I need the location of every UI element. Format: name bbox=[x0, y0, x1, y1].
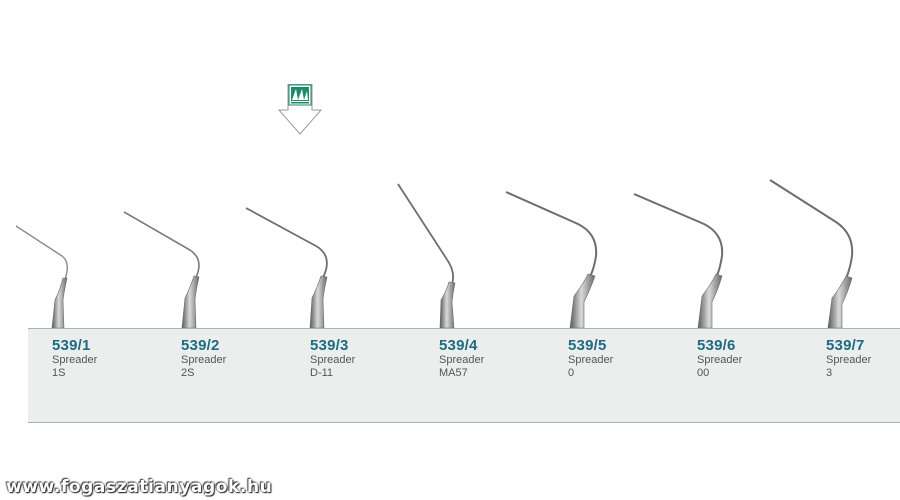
instrument-539-5 bbox=[505, 191, 598, 329]
product-name: Spreader bbox=[181, 354, 227, 366]
product-code: 539/6 bbox=[697, 337, 736, 354]
product-code: 539/7 bbox=[826, 337, 865, 354]
product-size: D-11 bbox=[310, 367, 334, 379]
instrument-illustrations bbox=[15, 179, 854, 329]
product-name: Spreader bbox=[310, 354, 356, 366]
item-539-1: 539/1 Spreader 1S bbox=[52, 337, 162, 380]
product-size: 0 bbox=[568, 367, 575, 379]
instrument-539-7 bbox=[769, 179, 854, 329]
product-size: 1S bbox=[52, 367, 66, 379]
product-size: 3 bbox=[826, 367, 833, 379]
instrument-539-1 bbox=[15, 225, 69, 329]
item-539-6: 539/6 Spreader 00 bbox=[697, 337, 807, 380]
product-name: Spreader bbox=[697, 354, 743, 366]
item-539-2: 539/2 Spreader 2S bbox=[181, 337, 291, 380]
product-code: 539/1 bbox=[52, 337, 91, 354]
product-name: Spreader bbox=[568, 354, 614, 366]
instrument-539-3 bbox=[245, 207, 328, 329]
item-539-3: 539/3 Spreader D-11 bbox=[310, 337, 420, 380]
product-name: Spreader bbox=[52, 354, 98, 366]
product-size: MA57 bbox=[439, 367, 468, 379]
product-size: 00 bbox=[697, 367, 710, 379]
product-name: Spreader bbox=[439, 354, 485, 366]
instrument-539-2 bbox=[123, 211, 200, 329]
watermark-url: www.fogaszatianyagok.hu bbox=[6, 477, 273, 497]
product-code: 539/2 bbox=[181, 337, 220, 354]
item-539-7: 539/7 Spreader 3 bbox=[826, 337, 900, 380]
product-code: 539/4 bbox=[439, 337, 478, 354]
instrument-539-6 bbox=[633, 193, 724, 329]
product-code: 539/5 bbox=[568, 337, 607, 354]
product-code: 539/3 bbox=[310, 337, 349, 354]
manufacturer-logo-icon bbox=[278, 84, 322, 135]
label-panel bbox=[28, 328, 900, 423]
instrument-539-4 bbox=[397, 183, 456, 329]
product-size: 2S bbox=[181, 367, 195, 379]
item-539-4: 539/4 Spreader MA57 bbox=[439, 337, 549, 380]
item-539-5: 539/5 Spreader 0 bbox=[568, 337, 678, 380]
product-name: Spreader bbox=[826, 354, 872, 366]
